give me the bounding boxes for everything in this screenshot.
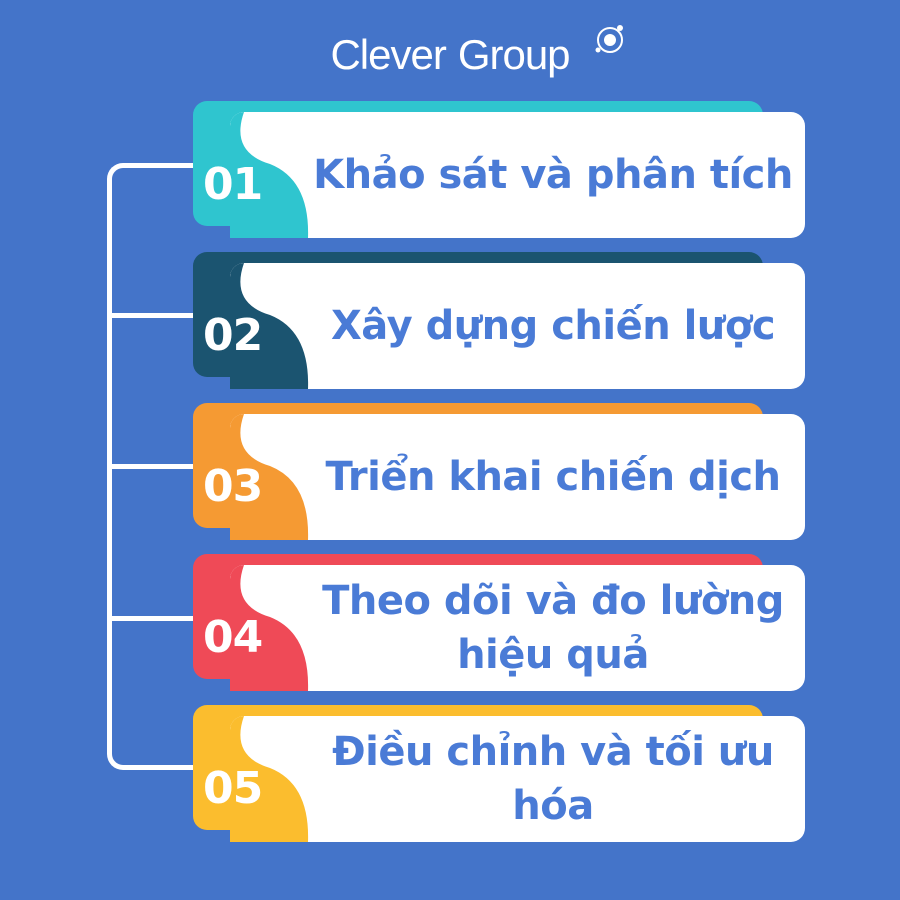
connector-tick	[107, 313, 197, 318]
step-2-label: Xây dựng chiến lược	[330, 303, 776, 349]
step-2-notch	[230, 263, 309, 389]
step-2-number: 02	[203, 310, 263, 361]
step-1-label: Khảo sát và phân tích	[313, 152, 793, 198]
brand-word-group: Group	[457, 31, 571, 78]
step-3: 03 Triển khai chiến dịch	[193, 403, 805, 540]
step-2-card	[230, 263, 805, 389]
connector-tick	[107, 616, 197, 621]
step-4-notch	[230, 565, 309, 691]
step-3-number: 03	[203, 461, 263, 512]
step-3-label: Triển khai chiến dịch	[325, 454, 781, 500]
step-4-number: 04	[203, 612, 263, 663]
orbit-icon	[595, 25, 623, 53]
step-5-number: 05	[203, 763, 263, 814]
step-1-number: 01	[203, 159, 263, 210]
connector-tick	[107, 464, 197, 469]
step-4-label: Theo dõi và đo lường hiệu quả	[322, 578, 784, 678]
brand-word-clever: Clever	[330, 31, 446, 78]
step-5: 05 Điều chỉnh và tối ưu hóa	[193, 705, 805, 842]
step-3-notch	[230, 414, 309, 540]
step-3-card	[230, 414, 805, 540]
step-5-label: Điều chỉnh và tối ưu hóa	[332, 729, 774, 829]
step-1: 01 Khảo sát và phân tích	[193, 101, 805, 238]
step-2: 02 Xây dựng chiến lược	[193, 252, 805, 389]
step-5-card	[230, 716, 805, 842]
step-1-notch	[230, 112, 309, 238]
step-5-notch	[230, 716, 309, 842]
step-4-card	[230, 565, 805, 691]
step-4: 04 Theo dõi và đo lường hiệu quả	[193, 554, 805, 691]
step-1-card	[230, 112, 805, 238]
